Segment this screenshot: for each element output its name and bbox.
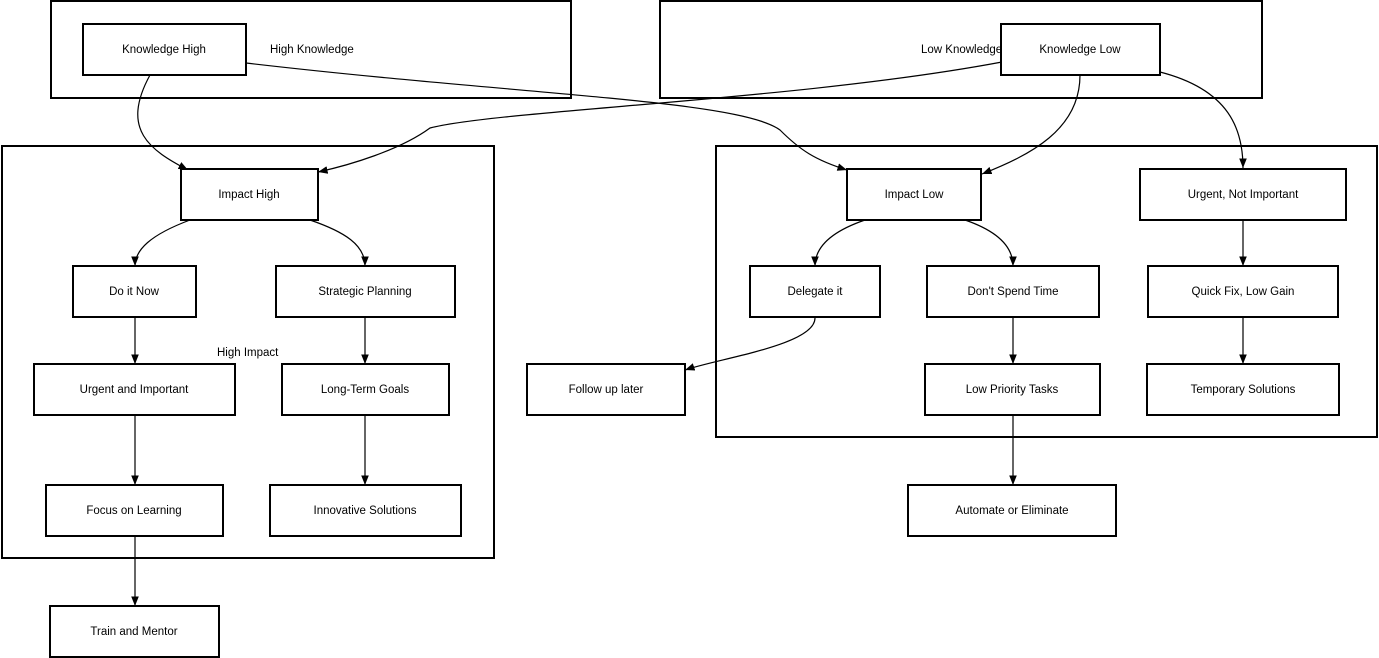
- edge-knowledge-low-to-impact-high: [317, 61, 1003, 174]
- group-label-high-impact: High Impact: [217, 347, 279, 359]
- node-label-do-it-now: Do it Now: [109, 286, 160, 298]
- node-label-innovative-solutions: Innovative Solutions: [314, 505, 417, 517]
- group-label-low-knowledge: Low Knowledge: [921, 44, 1002, 56]
- node-label-strategic-planning: Strategic Planning: [318, 286, 411, 298]
- edge-impact-high-to-do-it-now: [131, 219, 191, 267]
- node-label-urgent-not-important: Urgent, Not Important: [1188, 189, 1299, 201]
- edge-impact-high-to-strategic-planning: [309, 219, 369, 267]
- edge-knowledge-low-to-urgent-not-important: [1159, 71, 1247, 169]
- group-knowledge-low: [659, 0, 1263, 99]
- node-label-follow-up-later: Follow up later: [569, 384, 644, 396]
- node-label-long-term-goals: Long-Term Goals: [321, 384, 409, 396]
- group-low-impact: [715, 145, 1378, 438]
- node-label-impact-low: Impact Low: [885, 189, 944, 201]
- node-label-temporary-solutions: Temporary Solutions: [1191, 384, 1296, 396]
- node-impact-low[interactable]: [846, 168, 982, 221]
- node-automate-or-eliminate[interactable]: [907, 484, 1117, 537]
- group-knowledge-high: [50, 0, 572, 99]
- node-label-urgent-important: Urgent and Important: [80, 384, 189, 396]
- node-label-low-priority-tasks: Low Priority Tasks: [966, 384, 1059, 396]
- node-delegate-it[interactable]: [749, 265, 881, 318]
- node-urgent-not-important[interactable]: [1139, 168, 1347, 221]
- node-label-focus-on-learning: Focus on Learning: [86, 505, 181, 517]
- group-label-high-knowledge: High Knowledge: [270, 44, 354, 56]
- node-label-automate-or-eliminate: Automate or Eliminate: [955, 505, 1068, 517]
- edge-knowledge-low-to-impact-low: [981, 74, 1081, 175]
- edge-knowledge-high-to-impact-low: [245, 62, 848, 171]
- node-label-knowledge-low: Knowledge Low: [1039, 44, 1121, 56]
- node-temporary-solutions[interactable]: [1146, 363, 1340, 416]
- node-knowledge-low[interactable]: [1000, 23, 1161, 76]
- node-label-dont-spend-time: Don't Spend Time: [967, 286, 1058, 298]
- node-impact-high[interactable]: [180, 168, 319, 221]
- node-label-quick-fix: Quick Fix, Low Gain: [1192, 286, 1295, 298]
- node-dont-spend-time[interactable]: [926, 265, 1100, 318]
- edge-knowledge-high-to-impact-high: [137, 74, 189, 171]
- node-train-and-mentor[interactable]: [49, 605, 220, 658]
- node-strategic-planning[interactable]: [275, 265, 456, 318]
- edge-delegate-to-follow-up: [684, 317, 816, 371]
- node-low-priority-tasks[interactable]: [924, 363, 1101, 416]
- group-high-impact: [1, 145, 495, 559]
- node-label-train-and-mentor: Train and Mentor: [90, 626, 177, 638]
- node-urgent-important[interactable]: [33, 363, 236, 416]
- node-do-it-now[interactable]: [72, 265, 197, 318]
- edge-impact-low-to-dont-spend: [964, 219, 1017, 267]
- node-innovative-solutions[interactable]: [269, 484, 462, 537]
- node-focus-on-learning[interactable]: [45, 484, 224, 537]
- edge-impact-low-to-delegate: [811, 219, 866, 267]
- node-knowledge-high[interactable]: [82, 23, 247, 76]
- node-quick-fix[interactable]: [1147, 265, 1339, 318]
- node-long-term-goals[interactable]: [281, 363, 450, 416]
- node-label-knowledge-high: Knowledge High: [122, 44, 206, 56]
- node-label-delegate-it: Delegate it: [788, 286, 844, 298]
- node-follow-up-later[interactable]: [526, 363, 686, 416]
- node-label-impact-high: Impact High: [218, 189, 279, 201]
